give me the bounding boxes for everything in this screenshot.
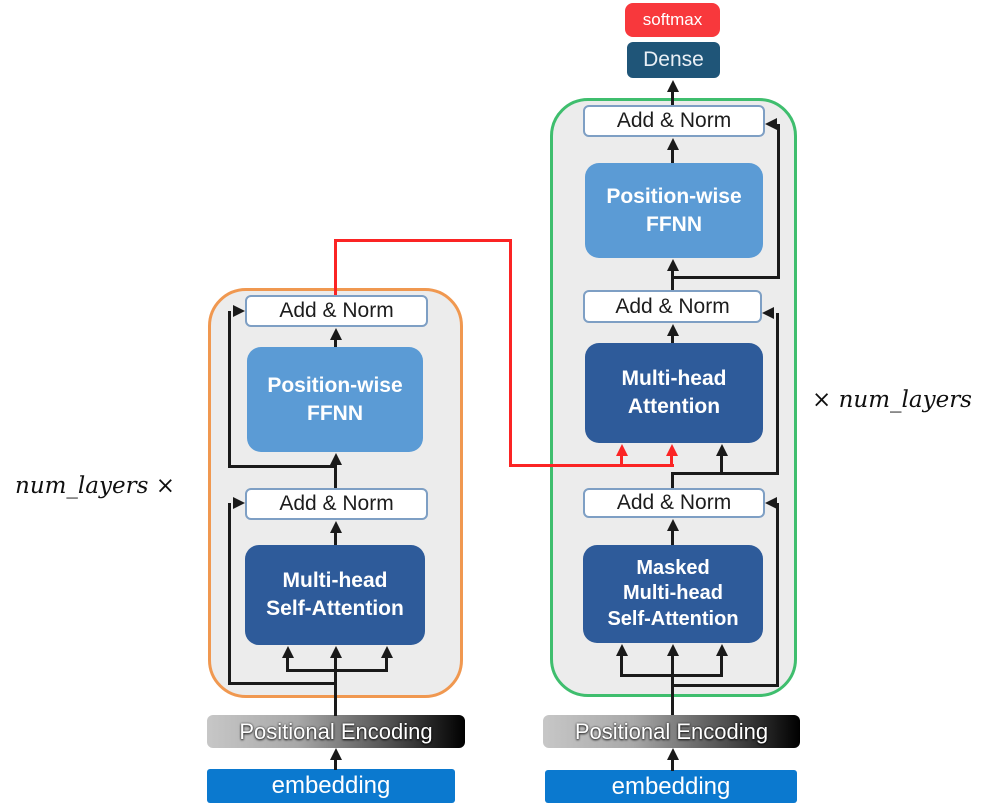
decoder-qkv-left-line	[620, 654, 623, 676]
encoder-input-line	[334, 655, 337, 716]
arrowhead-left	[762, 307, 774, 319]
decoder-embedding: embedding	[545, 770, 797, 803]
arrowhead-up	[667, 519, 679, 531]
arrowhead-up	[667, 644, 679, 656]
decoder-attention-line1: Multi-head	[621, 367, 727, 391]
arrowhead-up	[667, 324, 679, 336]
encoder-addnorm-out-line	[334, 464, 337, 488]
decoder-masked-line2: Multi-head	[623, 582, 723, 605]
decoder-addnorm2-out-line	[671, 269, 674, 290]
encoder-repeat-label: num_layers ×	[15, 473, 175, 499]
decoder-branch-horizontal	[671, 472, 779, 475]
decoder-ffnn-line1: Position-wise	[606, 184, 742, 208]
decoder-add-norm-mid: Add & Norm	[583, 290, 762, 323]
arrowhead-left	[765, 118, 777, 130]
decoder-residual2-vertical	[776, 313, 779, 474]
cross-attention-k-line	[620, 455, 623, 466]
decoder-masked-attention-block: Masked Multi-head Self-Attention	[583, 545, 763, 643]
decoder-add-norm-bottom: Add & Norm	[583, 488, 765, 518]
encoder-residual2-horizontal	[228, 465, 336, 468]
encoder-mhsa-out-line	[334, 531, 337, 545]
decoder-masked-out-line	[671, 529, 674, 545]
arrowhead-up	[716, 444, 728, 456]
arrowhead-up	[667, 80, 679, 92]
arrowhead-up	[330, 453, 342, 465]
arrowhead-up	[330, 748, 342, 760]
arrowhead-up	[616, 644, 628, 656]
encoder-add-norm-top: Add & Norm	[245, 295, 428, 327]
encoder-ffnn-line2: FFNN	[307, 401, 363, 425]
arrowhead-up	[667, 748, 679, 760]
encoder-residual2-vertical	[228, 311, 231, 466]
decoder-attention-out-line	[671, 334, 674, 343]
decoder-qkv-right-line	[720, 654, 723, 676]
decoder-softmax: softmax	[625, 3, 720, 37]
decoder-add-norm-top: Add & Norm	[583, 105, 765, 137]
decoder-ffnn-block: Position-wise FFNN	[585, 163, 763, 258]
decoder-attention-line2: Attention	[627, 395, 721, 418]
cross-attention-line-right	[509, 464, 674, 467]
encoder-self-attention-line2: Self-Attention	[266, 597, 404, 620]
encoder-ffnn-line1: Position-wise	[267, 373, 403, 397]
encoder-qkv-branch-line	[286, 669, 388, 672]
encoder-qkv-left-line	[286, 656, 289, 670]
decoder-addnorm1-out-line	[671, 472, 674, 488]
cross-attention-line-down	[509, 239, 512, 467]
arrowhead-up	[330, 521, 342, 533]
decoder-residual3-horizontal	[671, 276, 780, 279]
encoder-self-attention-line1: Multi-head	[282, 569, 388, 593]
encoder-ffnn-block: Position-wise FFNN	[247, 347, 423, 452]
arrowhead-right	[233, 497, 245, 509]
decoder-masked-line3: Self-Attention	[607, 607, 739, 630]
encoder-emb-to-pe-line	[334, 759, 337, 770]
encoder-add-norm-bottom: Add & Norm	[245, 488, 428, 520]
cross-attention-v-line	[670, 455, 673, 466]
arrowhead-up	[667, 259, 679, 271]
arrowhead-up	[381, 646, 393, 658]
decoder-output-line	[671, 90, 674, 105]
arrowhead-up	[282, 646, 294, 658]
decoder-dense: Dense	[627, 42, 720, 78]
decoder-ffnn-line2: FFNN	[646, 212, 702, 236]
arrowhead-up	[716, 644, 728, 656]
cross-attention-line-top	[334, 239, 512, 242]
arrowhead-up-red	[666, 444, 678, 456]
decoder-ffnn-out-line	[671, 148, 674, 163]
decoder-residual3-vertical	[777, 124, 780, 278]
decoder-masked-line1: Masked	[636, 556, 710, 579]
encoder-positional-encoding: Positional Encoding	[207, 715, 465, 748]
decoder-residual1-vertical	[776, 503, 779, 687]
arrowhead-left	[765, 497, 777, 509]
decoder-repeat-label: × num_layers	[812, 387, 972, 413]
decoder-emb-to-pe-line	[671, 759, 674, 771]
decoder-attention-block: Multi-head Attention	[585, 343, 763, 443]
decoder-residual1-horizontal	[671, 684, 779, 687]
encoder-ffnn-out-line	[334, 338, 337, 347]
encoder-residual1-horizontal	[228, 682, 336, 685]
arrowhead-up	[330, 646, 342, 658]
encoder-self-attention-block: Multi-head Self-Attention	[245, 545, 425, 645]
decoder-attention-q-line	[720, 455, 723, 474]
encoder-qkv-right-line	[385, 656, 388, 670]
cross-attention-line-up	[334, 240, 337, 295]
decoder-positional-encoding: Positional Encoding	[543, 715, 800, 748]
decoder-qkv-branch-line	[620, 674, 723, 677]
arrowhead-up-red	[616, 444, 628, 456]
arrowhead-up	[330, 328, 342, 340]
encoder-embedding: embedding	[207, 769, 455, 803]
arrowhead-right	[233, 305, 245, 317]
encoder-residual1-vertical	[228, 503, 231, 684]
arrowhead-up	[667, 138, 679, 150]
